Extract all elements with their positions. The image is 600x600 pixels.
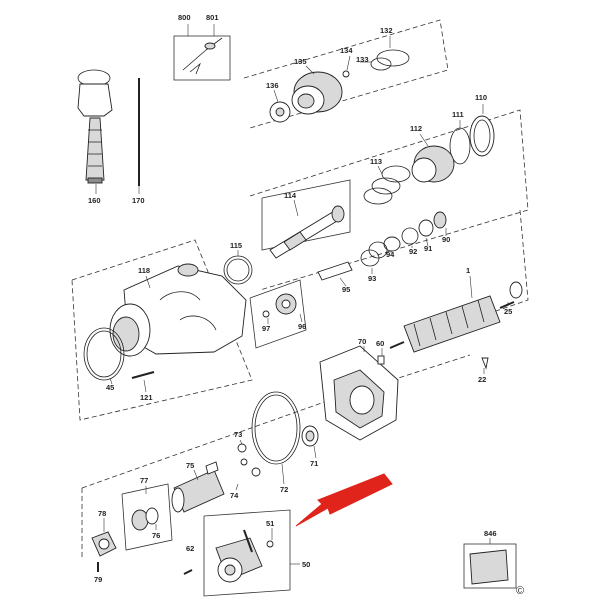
callout-73: 73 bbox=[234, 430, 242, 439]
copyright-symbol: © bbox=[516, 585, 524, 597]
small-ring-parts bbox=[317, 211, 447, 287]
part-118-gear-housing bbox=[109, 263, 247, 357]
callout-94: 94 bbox=[386, 250, 395, 259]
callout-135: 135 bbox=[294, 57, 307, 66]
callout-70: 70 bbox=[358, 337, 366, 346]
callout-118: 118 bbox=[138, 266, 150, 275]
part-45-121 bbox=[83, 327, 155, 393]
callout-121: 121 bbox=[140, 393, 153, 402]
callout-45: 45 bbox=[106, 383, 114, 392]
part-114-spindle bbox=[261, 179, 351, 259]
callout-51: 51 bbox=[266, 519, 274, 528]
callout-111: 111 bbox=[452, 110, 464, 119]
callout-170: 170 bbox=[132, 196, 145, 205]
parts-96-97 bbox=[249, 279, 307, 349]
part-160-side-handle bbox=[77, 69, 113, 194]
part-846-grease-pack bbox=[463, 538, 517, 589]
callout-93: 93 bbox=[368, 274, 376, 283]
callout-92: 92 bbox=[409, 247, 417, 256]
parts-73-74-75 bbox=[171, 439, 261, 513]
callout-labels: 800 801 132 134 133 135 136 110 111 112 … bbox=[88, 13, 524, 597]
callout-133: 133 bbox=[356, 55, 369, 64]
callout-95: 95 bbox=[342, 285, 350, 294]
callout-77: 77 bbox=[140, 476, 148, 485]
callout-50: 50 bbox=[302, 560, 310, 569]
front-chuck-parts bbox=[269, 36, 410, 123]
part-801-kit bbox=[173, 24, 231, 81]
callout-136: 136 bbox=[266, 81, 279, 90]
callout-60: 60 bbox=[376, 339, 384, 348]
part-50-crank-assembly bbox=[183, 509, 300, 597]
callout-115: 115 bbox=[230, 241, 242, 250]
callout-76: 76 bbox=[152, 531, 160, 540]
callout-160: 160 bbox=[88, 196, 101, 205]
callout-1: 1 bbox=[466, 266, 470, 275]
callout-62: 62 bbox=[186, 544, 194, 553]
callout-78: 78 bbox=[98, 509, 106, 518]
callout-91: 91 bbox=[424, 244, 432, 253]
highlight-arrow bbox=[295, 473, 393, 527]
callout-134: 134 bbox=[340, 46, 353, 55]
callout-97: 97 bbox=[262, 324, 270, 333]
part-1-armature bbox=[389, 275, 523, 353]
callout-71: 71 bbox=[310, 459, 318, 468]
callout-132: 132 bbox=[380, 26, 393, 35]
callout-90: 90 bbox=[442, 235, 450, 244]
callout-74: 74 bbox=[230, 491, 239, 500]
callout-72: 72 bbox=[280, 485, 288, 494]
callout-846: 846 bbox=[484, 529, 497, 538]
callout-112: 112 bbox=[410, 124, 422, 133]
part-72-o-ring bbox=[251, 391, 301, 485]
callout-114: 114 bbox=[284, 191, 297, 200]
part-71-bearing bbox=[301, 425, 319, 459]
callout-79: 79 bbox=[94, 575, 102, 584]
part-70-motor-housing bbox=[319, 345, 489, 441]
callout-801: 801 bbox=[206, 13, 219, 22]
parts-76-77 bbox=[121, 483, 173, 551]
callout-110: 110 bbox=[475, 93, 487, 102]
parts-78-79 bbox=[91, 518, 117, 572]
part-115-o-ring bbox=[223, 250, 253, 285]
callout-800: 800 bbox=[178, 13, 191, 22]
gear-assembly bbox=[363, 104, 495, 205]
callout-22: 22 bbox=[478, 375, 486, 384]
callout-75: 75 bbox=[186, 461, 194, 470]
callout-96: 96 bbox=[298, 322, 306, 331]
callout-25: 25 bbox=[504, 307, 512, 316]
callout-113: 113 bbox=[370, 157, 382, 166]
